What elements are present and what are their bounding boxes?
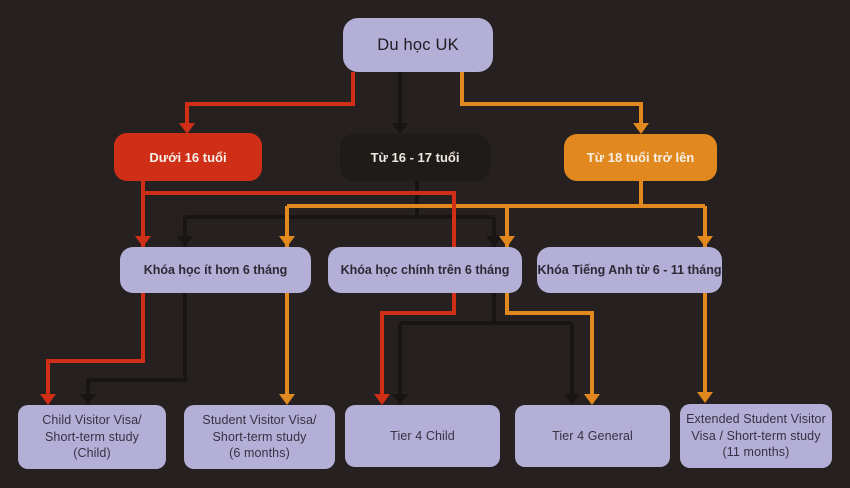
node-student-visitor-visa-label: Student Visitor Visa/ Short-term study (… [202,413,317,461]
node-tu-18-tuoi-tro-len: Từ 18 tuổi trở lên [564,134,717,181]
node-tu-16-17-tuoi-label: Từ 16 - 17 tuổi [370,150,460,165]
node-khoa-hoc-it-hon-6-thang: Khóa học ít hơn 6 tháng [120,247,311,293]
node-duoi-16-tuoi: Dưới 16 tuổi [114,133,262,181]
node-child-visitor-visa-label: Child Visitor Visa/ Short-term study (Ch… [42,413,142,461]
node-khoa-tieng-anh-6-11-thang: Khóa Tiếng Anh từ 6 - 11 tháng [537,247,722,293]
node-khoa-hoc-chinh-tren-6-thang-label: Khóa học chính trên 6 tháng [340,263,510,277]
edges-red [40,72,456,405]
node-extended-student-visitor-visa: Extended Student Visitor Visa / Short-te… [680,404,832,468]
node-tu-16-17-tuoi: Từ 16 - 17 tuổi [340,134,490,181]
node-tu-18-tuoi-tro-len-label: Từ 18 tuổi trở lên [586,150,695,165]
node-khoa-tieng-anh-6-11-thang-label: Khóa Tiếng Anh từ 6 - 11 tháng [537,263,722,277]
node-extended-student-visitor-visa-label: Extended Student Visitor Visa / Short-te… [686,412,826,460]
node-du-hoc-uk: Du học UK [343,18,493,72]
node-child-visitor-visa: Child Visitor Visa/ Short-term study (Ch… [18,405,166,469]
node-tier-4-child: Tier 4 Child [345,405,500,467]
node-tier-4-child-label: Tier 4 Child [390,428,455,443]
node-tier-4-general-label: Tier 4 General [552,428,633,443]
node-duoi-16-tuoi-label: Dưới 16 tuổi [149,149,227,165]
node-khoa-hoc-it-hon-6-thang-label: Khóa học ít hơn 6 tháng [143,263,288,277]
node-tier-4-general: Tier 4 General [515,405,670,467]
node-du-hoc-uk-label: Du học UK [377,35,459,54]
node-student-visitor-visa: Student Visitor Visa/ Short-term study (… [184,405,335,469]
node-khoa-hoc-chinh-tren-6-thang: Khóa học chính trên 6 tháng [328,247,522,293]
edges-dark [80,72,580,405]
